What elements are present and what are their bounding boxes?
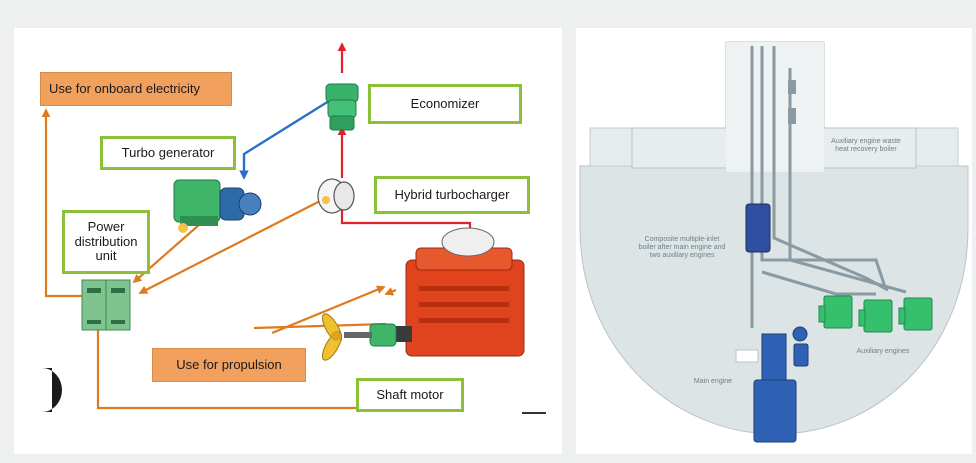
label-onboard-electricity: Use for onboard electricity xyxy=(40,72,232,106)
label-shaft-motor: Shaft motor xyxy=(356,378,464,412)
label-turbo-generator: Turbo generator xyxy=(100,136,236,170)
shaft-motor-unit xyxy=(321,313,397,361)
dash-mark xyxy=(522,412,546,414)
label-composite-boiler: Composite multiple-inlet boiler after ma… xyxy=(638,236,726,260)
left-panel-waste-heat-recovery: Use for onboard electricity Economizer T… xyxy=(14,28,562,454)
power-distribution-cabinet xyxy=(81,279,131,331)
electric-lines xyxy=(41,108,397,410)
hybrid-turbocharger-unit xyxy=(317,178,355,214)
logo-fragment xyxy=(42,368,62,412)
main-engine-blue xyxy=(753,326,809,443)
auxiliary-engines-units xyxy=(818,295,933,333)
main-engine-unit xyxy=(394,227,525,357)
label-hybrid-turbocharger: Hybrid turbocharger xyxy=(374,176,530,214)
label-main-engine: Main engine xyxy=(693,378,733,385)
economizer-unit xyxy=(325,83,359,131)
right-panel-ship-cross-section: Auxiliary engine waste heat recovery boi… xyxy=(576,28,972,454)
label-economizer: Economizer xyxy=(368,84,522,124)
left-diagram-graphics xyxy=(41,42,546,414)
exhaust-pipes xyxy=(750,46,907,328)
turbo-generator-unit xyxy=(173,179,262,233)
label-aux-engines: Auxiliary engines xyxy=(856,348,910,355)
label-use-for-propulsion: Use for propulsion xyxy=(152,348,306,382)
steam-line xyxy=(239,99,330,180)
label-aux-boiler: Auxiliary engine waste heat recovery boi… xyxy=(831,138,901,154)
ship-hull-graphics xyxy=(579,41,969,443)
label-power-distribution-unit: Power distribution unit xyxy=(62,210,150,274)
composite-boiler-unit xyxy=(745,203,771,253)
